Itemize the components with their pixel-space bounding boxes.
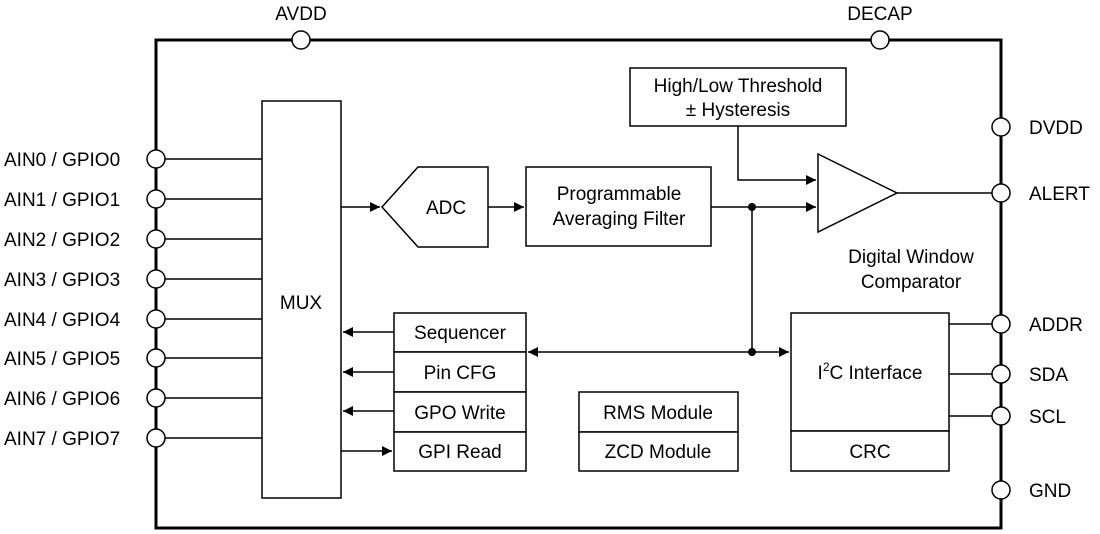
pin-ain7: AIN7 / GPIO7 bbox=[4, 428, 262, 450]
pin-alert: ALERT bbox=[991, 183, 1090, 205]
i2c-label-prefix: I bbox=[818, 363, 823, 384]
left-pins: AIN0 / GPIO0 AIN1 / GPIO1 AIN2 / GPIO2 A… bbox=[4, 149, 262, 450]
i2c-interface-block: I2C Interface bbox=[790, 312, 950, 432]
pin-gnd: GND bbox=[991, 480, 1071, 502]
threshold-label-line1: High/Low Threshold bbox=[654, 76, 823, 97]
signal-wires bbox=[341, 126, 992, 456]
pin-label: AIN7 / GPIO7 bbox=[4, 429, 120, 450]
averaging-filter-block: Programmable Averaging Filter bbox=[525, 166, 712, 247]
pin-label: AIN3 / GPIO3 bbox=[4, 270, 120, 291]
pin-scl: SCL bbox=[991, 406, 1066, 428]
pin-label: GND bbox=[1029, 481, 1071, 502]
zcd-module-block: ZCD Module bbox=[578, 431, 739, 472]
control-stack: Sequencer Pin CFG GPO Write GPI Read bbox=[393, 312, 527, 472]
pin-ain6: AIN6 / GPIO6 bbox=[4, 388, 262, 410]
gpo-write-block: GPO Write bbox=[393, 391, 527, 433]
junction-dot bbox=[748, 348, 756, 356]
pin-label: AIN0 / GPIO0 bbox=[4, 150, 120, 171]
pin-cfg-block: Pin CFG bbox=[393, 351, 527, 393]
filter-label-line2: Averaging Filter bbox=[553, 209, 686, 230]
i2c-label-suffix: C Interface bbox=[830, 363, 923, 384]
pin-label: ALERT bbox=[1029, 184, 1090, 205]
threshold-label-line2: ± Hysteresis bbox=[686, 100, 790, 121]
pin-label: AIN5 / GPIO5 bbox=[4, 349, 120, 370]
rms-label: RMS Module bbox=[603, 403, 713, 424]
rms-module-block: RMS Module bbox=[578, 391, 739, 433]
sequencer-block: Sequencer bbox=[393, 312, 527, 353]
threshold-to-comparator-wire bbox=[737, 126, 816, 185]
pin-dvdd: DVDD bbox=[991, 117, 1083, 139]
i2c-label: I2C Interface bbox=[818, 360, 923, 384]
pin-sda: SDA bbox=[991, 364, 1068, 386]
pin-label: SDA bbox=[1029, 365, 1068, 386]
pin-ain0: AIN0 / GPIO0 bbox=[4, 149, 262, 171]
pin-label: SCL bbox=[1029, 407, 1066, 428]
filter-label-line1: Programmable bbox=[557, 184, 682, 205]
adc-label: ADC bbox=[426, 198, 466, 219]
pin-ain1: AIN1 / GPIO1 bbox=[4, 189, 262, 211]
comparator-label-line2: Comparator bbox=[861, 272, 962, 293]
adc-block: ADC bbox=[380, 166, 489, 248]
comparator-label-line1: Digital Window bbox=[848, 247, 974, 268]
pin-label: AVDD bbox=[275, 4, 326, 25]
crc-label: CRC bbox=[849, 442, 890, 463]
mux-label: MUX bbox=[280, 293, 323, 314]
i2c-label-superscript: 2 bbox=[823, 360, 830, 374]
pin-label: AIN2 / GPIO2 bbox=[4, 230, 120, 251]
gpo-write-label: GPO Write bbox=[414, 403, 506, 424]
junction-dot bbox=[748, 203, 756, 211]
mux-block: MUX bbox=[261, 100, 342, 499]
window-comparator: Digital Window Comparator bbox=[817, 152, 974, 293]
crc-block: CRC bbox=[790, 430, 950, 472]
pin-decap: DECAP bbox=[847, 4, 913, 50]
pin-avdd: AVDD bbox=[275, 4, 327, 50]
pin-label: DVDD bbox=[1029, 118, 1083, 139]
pin-label: DECAP bbox=[847, 4, 912, 25]
pin-label: ADDR bbox=[1029, 315, 1083, 336]
pin-label: AIN1 / GPIO1 bbox=[4, 190, 120, 211]
gpi-read-label: GPI Read bbox=[418, 442, 501, 463]
pin-ain3: AIN3 / GPIO3 bbox=[4, 269, 262, 291]
zcd-label: ZCD Module bbox=[605, 442, 712, 463]
pin-addr: ADDR bbox=[991, 314, 1083, 336]
sequencer-label: Sequencer bbox=[414, 323, 507, 344]
pin-cfg-label: Pin CFG bbox=[424, 363, 497, 384]
threshold-block: High/Low Threshold ± Hysteresis bbox=[629, 67, 847, 127]
pin-label: AIN6 / GPIO6 bbox=[4, 389, 120, 410]
pin-ain4: AIN4 / GPIO4 bbox=[4, 309, 262, 331]
pin-ain5: AIN5 / GPIO5 bbox=[4, 348, 262, 370]
pin-ain2: AIN2 / GPIO2 bbox=[4, 229, 262, 251]
pin-label: AIN4 / GPIO4 bbox=[4, 310, 121, 331]
gpi-read-block: GPI Read bbox=[393, 431, 527, 472]
